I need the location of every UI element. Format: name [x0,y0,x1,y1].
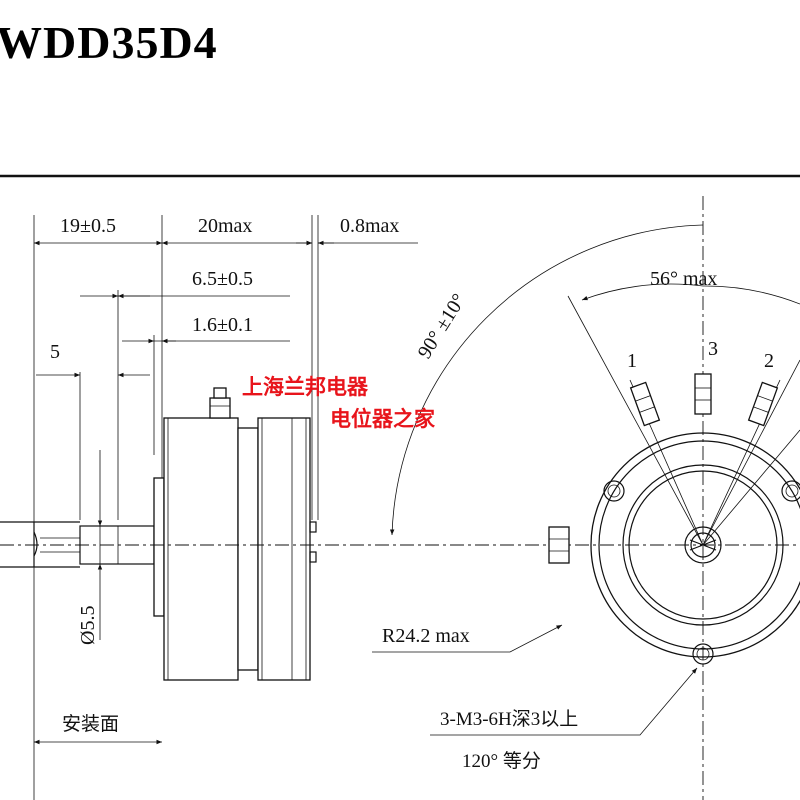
dim-shaft-length: 19±0.5 [60,215,116,237]
dim-terminal-gap: 0.8max [340,215,399,237]
mount-face-label: 安装面 [62,713,119,735]
model-title: WDD35D4 [0,17,218,68]
terminal-label-1: 1 [627,350,637,372]
screw-holes-label: 3-M3-6H深3以上 [440,708,578,730]
equal-spacing-label: 120° 等分 [462,750,541,772]
watermark-line2: 电位器之家 [330,407,436,431]
front-view: 56° max 90° ±10° 1 3 2 R24.2 [372,196,800,800]
dim-1-6: 1.6±0.1 [192,314,253,336]
terminal-label-2: 2 [764,350,774,372]
dim-5: 5 [50,341,60,363]
dim-6-5: 6.5±0.5 [192,268,253,290]
terminal-label-3: 3 [708,338,718,360]
angle-total: 90° ±10° [414,290,471,363]
watermark-line1: 上海兰邦电器 [242,375,369,399]
radius-label: R24.2 max [382,625,470,647]
side-view: 19±0.5 20max 0.8max 6.5±0.5 1.6±0.1 5 [0,215,800,800]
dim-shaft-diameter: Ø5.5 [77,606,99,645]
dim-body-length: 20max [198,215,252,237]
angle-terminals: 56° max [650,268,717,290]
